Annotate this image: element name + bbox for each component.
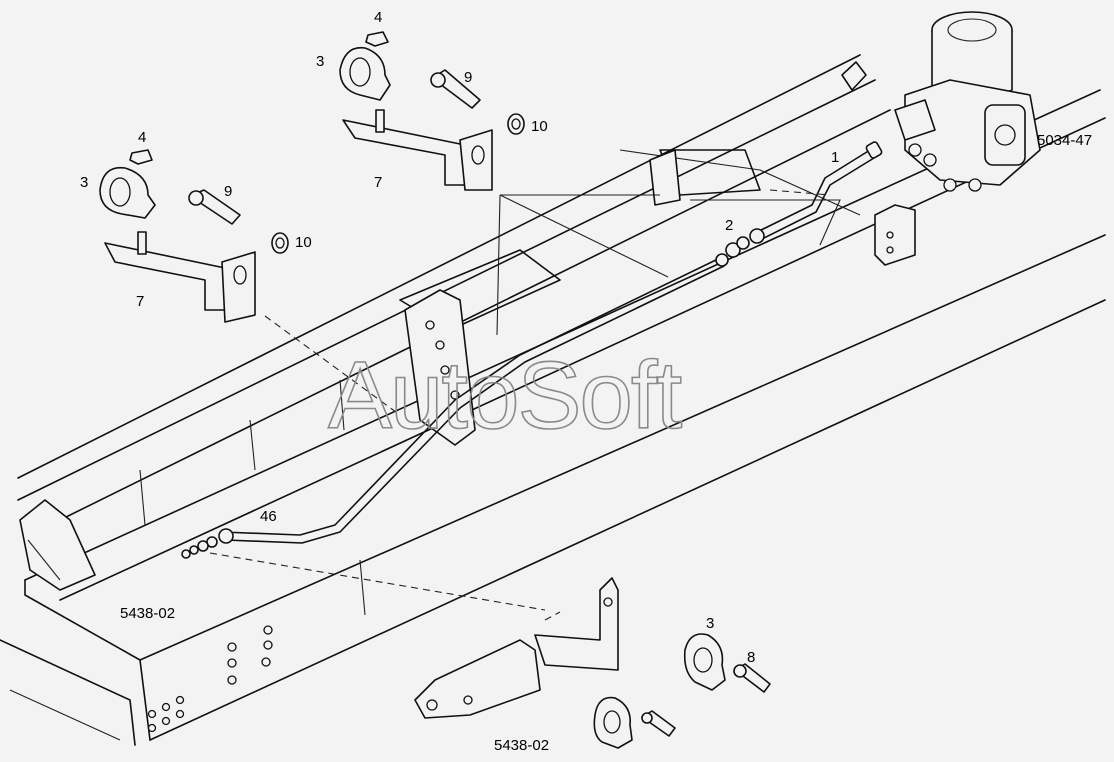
callout-7-upper: 7 bbox=[374, 174, 382, 191]
callout-46: 46 bbox=[260, 508, 277, 525]
callout-3-left: 3 bbox=[80, 174, 88, 191]
leader-lines bbox=[209, 189, 831, 621]
rail-brackets-right bbox=[649, 61, 916, 266]
callout-10-upper: 10 bbox=[531, 118, 548, 135]
bracket-group-upper bbox=[339, 31, 525, 191]
pipe-1 bbox=[754, 141, 883, 241]
reference-5438-02-left: 5438-02 bbox=[120, 605, 175, 622]
bottom-bracket-group bbox=[414, 577, 771, 749]
callout-2: 2 bbox=[725, 217, 733, 234]
callout-labels: 1 2 3 3 3 4 4 7 7 8 9 9 10 10 46 5034-47… bbox=[80, 9, 1092, 754]
callout-4-left: 4 bbox=[138, 129, 146, 146]
air-dryer-unit bbox=[894, 11, 1041, 192]
connector-2 bbox=[725, 228, 765, 258]
callout-3-bottom: 3 bbox=[706, 615, 714, 632]
callout-10-left: 10 bbox=[295, 234, 312, 251]
gusset-plate bbox=[404, 289, 476, 446]
bracket-group-lower bbox=[99, 149, 289, 323]
callout-1: 1 bbox=[831, 149, 839, 166]
callout-8: 8 bbox=[747, 649, 755, 666]
watermark-text: AutoSoft bbox=[328, 342, 682, 449]
callout-4-upper: 4 bbox=[374, 9, 382, 26]
callout-3-upper: 3 bbox=[316, 53, 324, 70]
callout-7-left: 7 bbox=[136, 293, 144, 310]
reference-5034-47: 5034-47 bbox=[1037, 132, 1092, 149]
callout-9-upper: 9 bbox=[464, 69, 472, 86]
callout-9-left: 9 bbox=[224, 183, 232, 200]
brake-pipe-46 bbox=[181, 253, 729, 559]
frame-rail bbox=[0, 54, 1106, 746]
reference-5438-02-bottom: 5438-02 bbox=[494, 737, 549, 754]
